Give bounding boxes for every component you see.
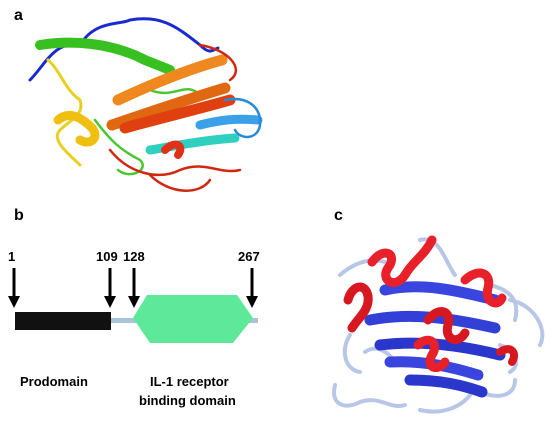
prodomain-label: Prodomain [20, 374, 88, 389]
helix-red-3 [460, 268, 507, 308]
strand-blue-3 [374, 337, 506, 361]
receptor-binding-domain-shape [133, 295, 253, 343]
helix-red-small [161, 140, 185, 159]
strand-cyan [145, 133, 240, 155]
loop-lightblue [223, 97, 262, 139]
panel-a-letter: a [14, 7, 23, 24]
strand-lightblue [195, 114, 263, 130]
position-label-109: 109 [96, 249, 118, 264]
strand-blue-1 [379, 281, 501, 306]
panel-b-letter: b [14, 207, 24, 224]
panel-b: b 1 109 128 267 Prodomain IL-1 receptor … [7, 207, 260, 408]
helix-yellow [53, 111, 100, 147]
helix-red-5 [413, 335, 450, 373]
receptor-domain-label-line1: IL-1 receptor [150, 374, 229, 389]
position-label-267: 267 [238, 249, 260, 264]
position-label-1: 1 [8, 249, 15, 264]
loop-red [108, 43, 242, 192]
position-label-128: 128 [123, 249, 145, 264]
helix-red-4 [423, 307, 470, 345]
receptor-domain-label-line2: binding domain [139, 393, 236, 408]
panel-a: a [14, 7, 263, 192]
strand-green [35, 37, 175, 75]
loop-blue [28, 17, 220, 82]
position-arrows [7, 268, 258, 308]
panel-c-letter: c [334, 207, 343, 224]
helix-red-6 [496, 345, 519, 366]
helix-red-2 [343, 282, 373, 333]
strand-blue-5 [404, 374, 488, 398]
helix-red-1 [367, 235, 437, 287]
panel-c: c [332, 207, 545, 414]
strand-orange-1 [112, 54, 228, 106]
prodomain-bar [15, 312, 111, 330]
strand-orange-2 [106, 82, 231, 131]
panel-a-structure [28, 17, 263, 192]
strand-red [119, 94, 236, 134]
panel-c-structure [332, 235, 545, 414]
